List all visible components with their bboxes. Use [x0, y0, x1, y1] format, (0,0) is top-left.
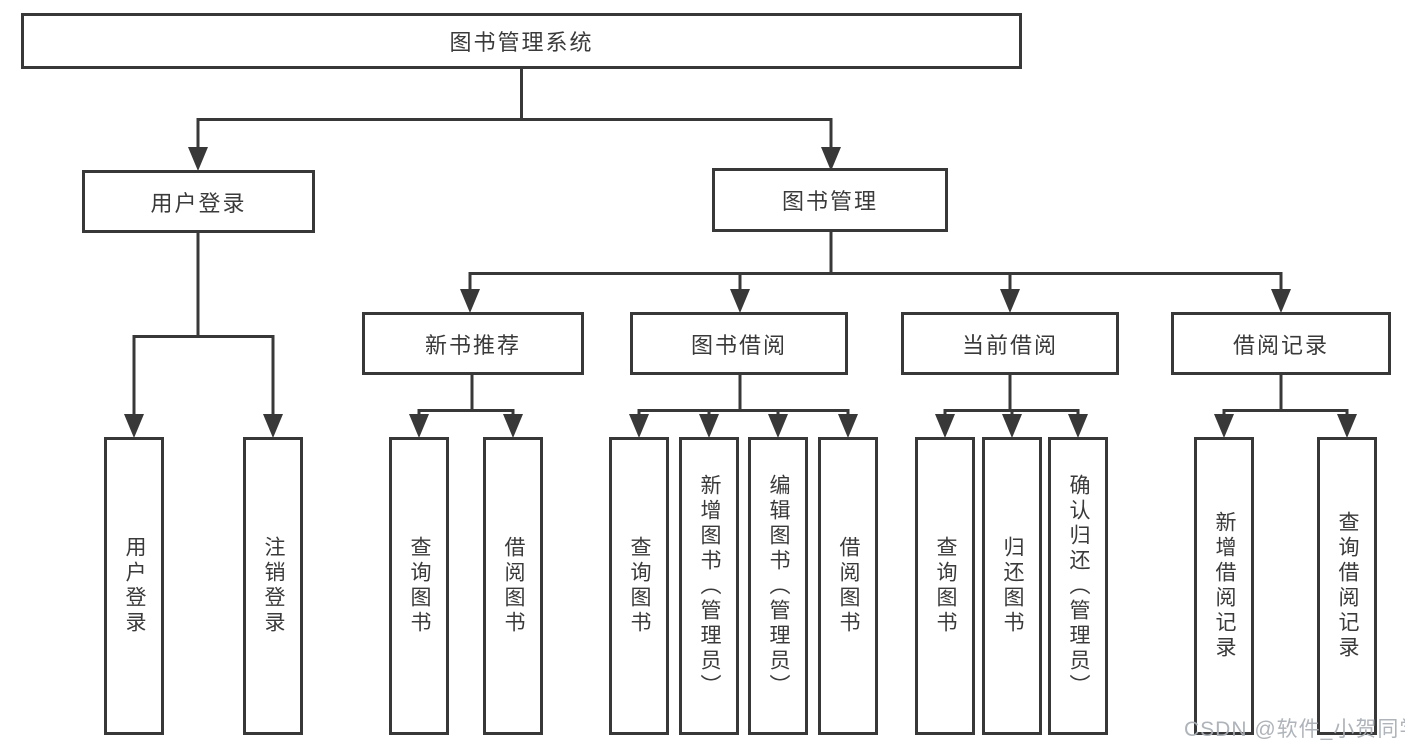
leaf-query-borrow-record: 查询借阅记录 [1317, 437, 1377, 735]
leaf-borrow-books: 借阅图书 [483, 437, 543, 735]
arrowhead-icon [935, 414, 955, 438]
arrowhead-icon [409, 414, 429, 438]
arrowhead-icon [629, 414, 649, 438]
leaf-query-books: 查询图书 [389, 437, 449, 735]
connector-new-book-children [417, 375, 515, 418]
leaf-query-books-borrowing: 查询图书 [609, 437, 669, 735]
node-borrowing-records: 借阅记录 [1171, 312, 1391, 375]
arrowhead-icon [124, 414, 144, 438]
arrowhead-icon [1002, 414, 1022, 438]
leaf-logout-login: 注销登录 [243, 437, 303, 735]
connector-book-management-children [468, 232, 1283, 294]
node-book-management: 图书管理 [712, 168, 948, 232]
csdn-watermark: CSDN @软件_小贺同学 [1184, 718, 1405, 741]
arrowhead-icon [699, 414, 719, 438]
arrowhead-icon [1068, 414, 1088, 438]
node-new-book-recommend: 新书推荐 [362, 312, 584, 375]
arrowhead-icon [821, 147, 841, 171]
node-user-login: 用户登录 [82, 170, 315, 233]
arrowhead-icon [1337, 414, 1357, 438]
connector-borrowing-children [637, 375, 850, 418]
connector-shafts [132, 68, 1349, 418]
leaf-edit-book-admin: 编辑图书（管理员） [748, 437, 808, 735]
connector-records-children [1222, 375, 1349, 418]
arrowhead-icon [1000, 289, 1020, 313]
arrowhead-icon [730, 289, 750, 313]
arrowhead-icon [188, 147, 208, 171]
leaf-confirm-return-admin: 确认归还（管理员） [1048, 437, 1108, 735]
arrowheads [124, 147, 1357, 438]
arrowhead-icon [263, 414, 283, 438]
connector-current-children [943, 375, 1080, 418]
node-current-borrowing: 当前借阅 [901, 312, 1119, 375]
arrowhead-icon [838, 414, 858, 438]
arrowhead-icon [460, 289, 480, 313]
node-root-system: 图书管理系统 [21, 13, 1022, 69]
leaf-query-books-current: 查询图书 [915, 437, 975, 735]
leaf-return-books: 归还图书 [982, 437, 1042, 735]
connector-user-login-children [132, 233, 275, 418]
arrowhead-icon [768, 414, 788, 438]
connector-root-to-level2 [196, 68, 833, 150]
arrowhead-icon [1271, 289, 1291, 313]
leaf-user-login: 用户登录 [104, 437, 164, 735]
leaf-add-borrow-record: 新增借阅记录 [1194, 437, 1254, 735]
leaf-add-book-admin: 新增图书（管理员） [679, 437, 739, 735]
arrowhead-icon [503, 414, 523, 438]
leaf-borrow-books-borrowing: 借阅图书 [818, 437, 878, 735]
node-book-borrowing: 图书借阅 [630, 312, 848, 375]
arrowhead-icon [1214, 414, 1234, 438]
